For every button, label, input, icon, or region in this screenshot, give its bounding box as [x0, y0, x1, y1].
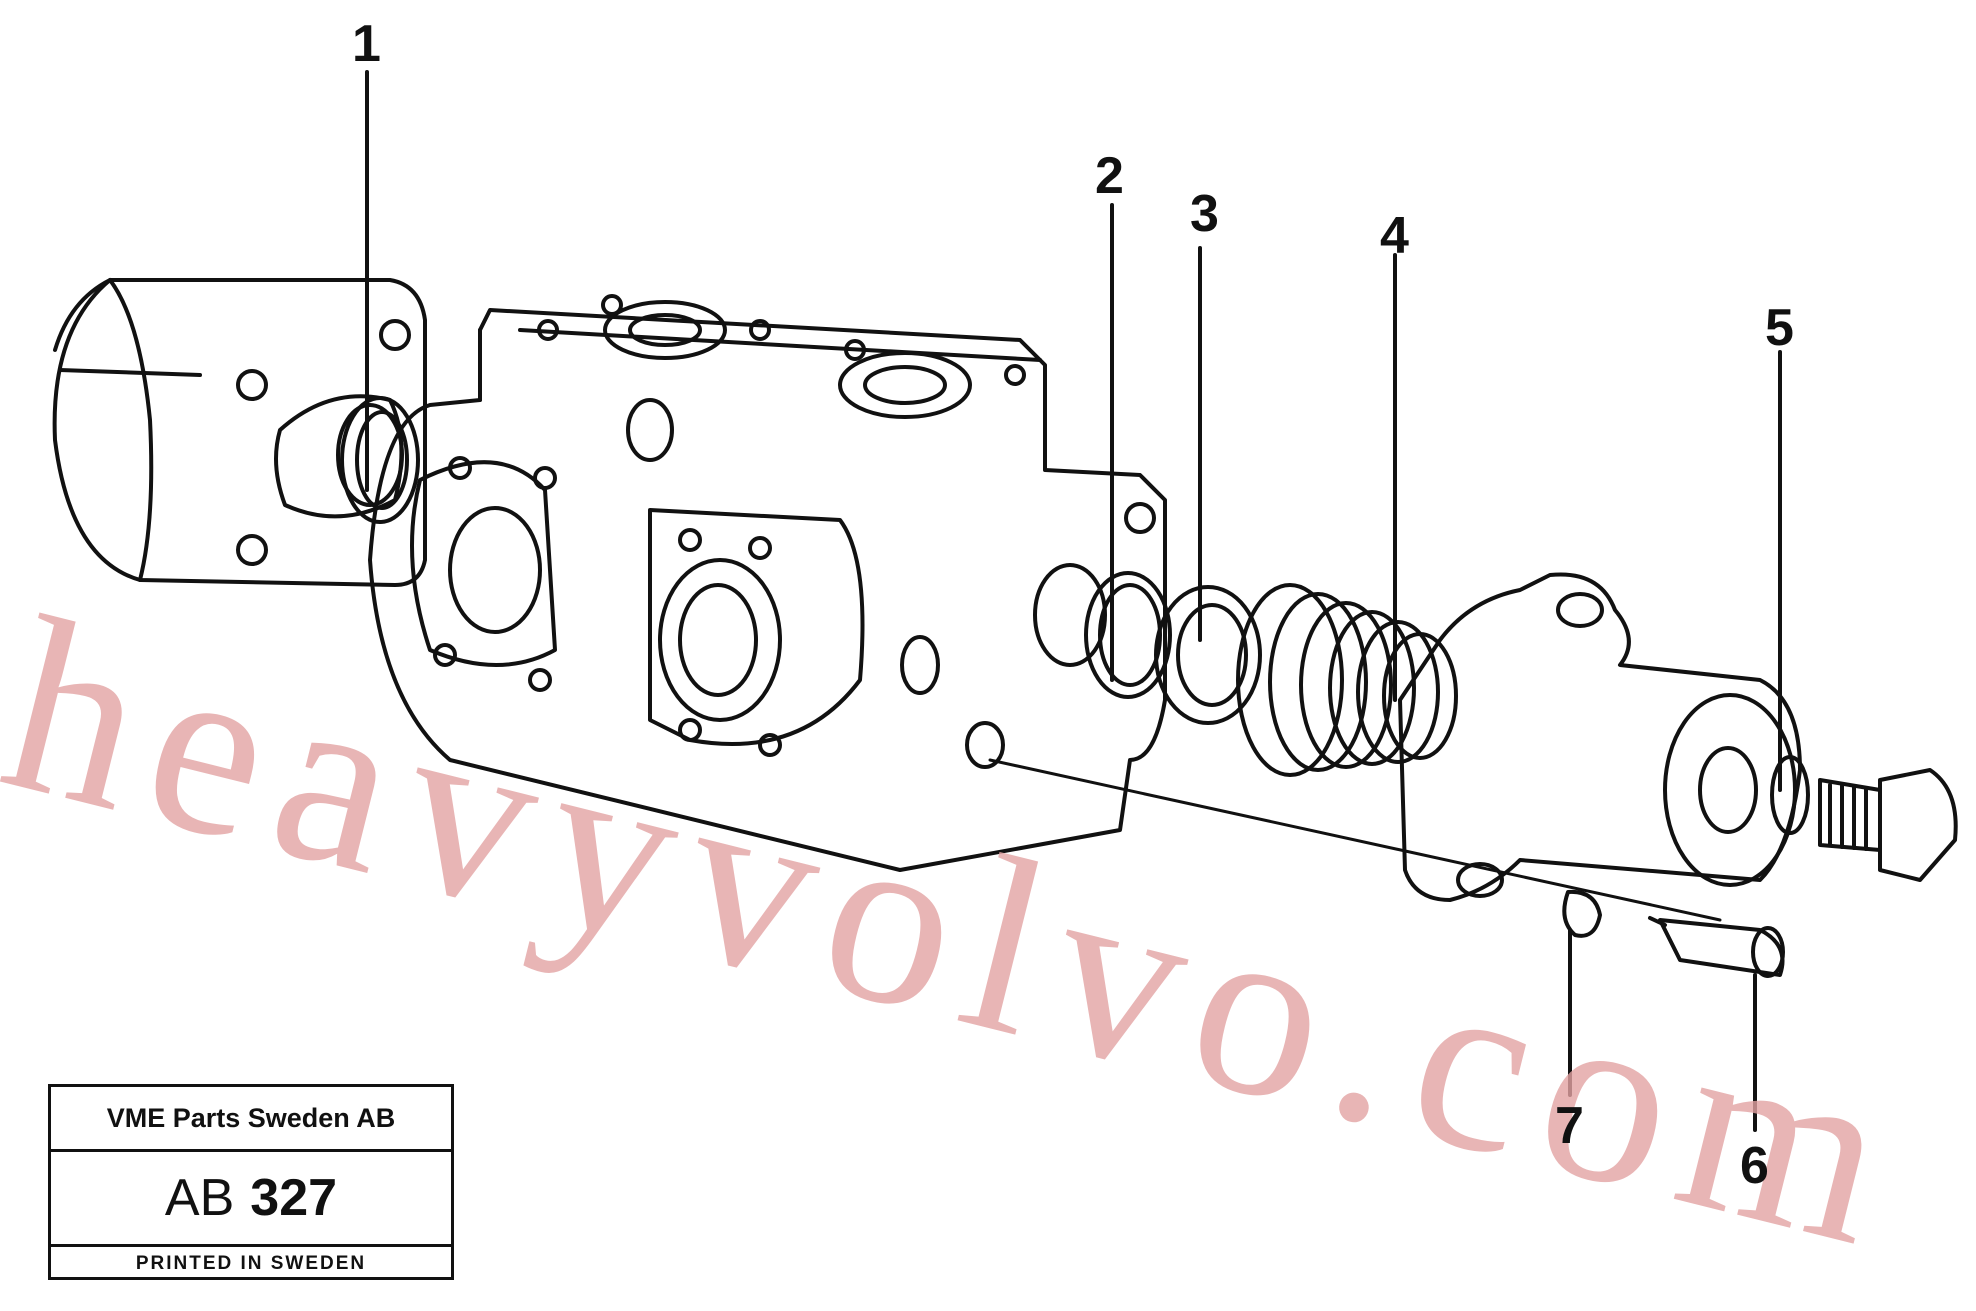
callout-1: 1: [352, 15, 381, 73]
assembly-axis: [988, 758, 1722, 922]
company-name: VME Parts Sweden AB: [51, 1087, 451, 1152]
callout-4: 4: [1380, 207, 1409, 265]
seal-ring-1: [340, 396, 420, 524]
pin-6: [1648, 916, 1785, 978]
callout-6: 6: [1740, 1137, 1769, 1195]
plug-bolt: [1818, 768, 1958, 882]
callout-7: 7: [1555, 1097, 1584, 1155]
left-cover: [52, 278, 427, 587]
drawing-code: AB 327: [51, 1152, 451, 1247]
callout-2: 2: [1095, 147, 1124, 205]
callout-5: 5: [1765, 299, 1794, 357]
drawing-code-prefix: AB: [164, 1169, 235, 1227]
valve-body: [368, 294, 1167, 872]
clip-7: [1562, 889, 1602, 938]
title-block: VME Parts Sweden AB AB 327 PRINTED IN SW…: [48, 1084, 454, 1280]
leader-lines: [365, 70, 1782, 1132]
printed-note: PRINTED IN SWEDEN: [135, 1253, 367, 1274]
drawing-code-number: 327: [250, 1169, 338, 1227]
washer-3: [1154, 585, 1262, 725]
end-cap: [1398, 572, 1810, 902]
spring-4: [1236, 583, 1458, 777]
callout-3: 3: [1190, 185, 1219, 243]
